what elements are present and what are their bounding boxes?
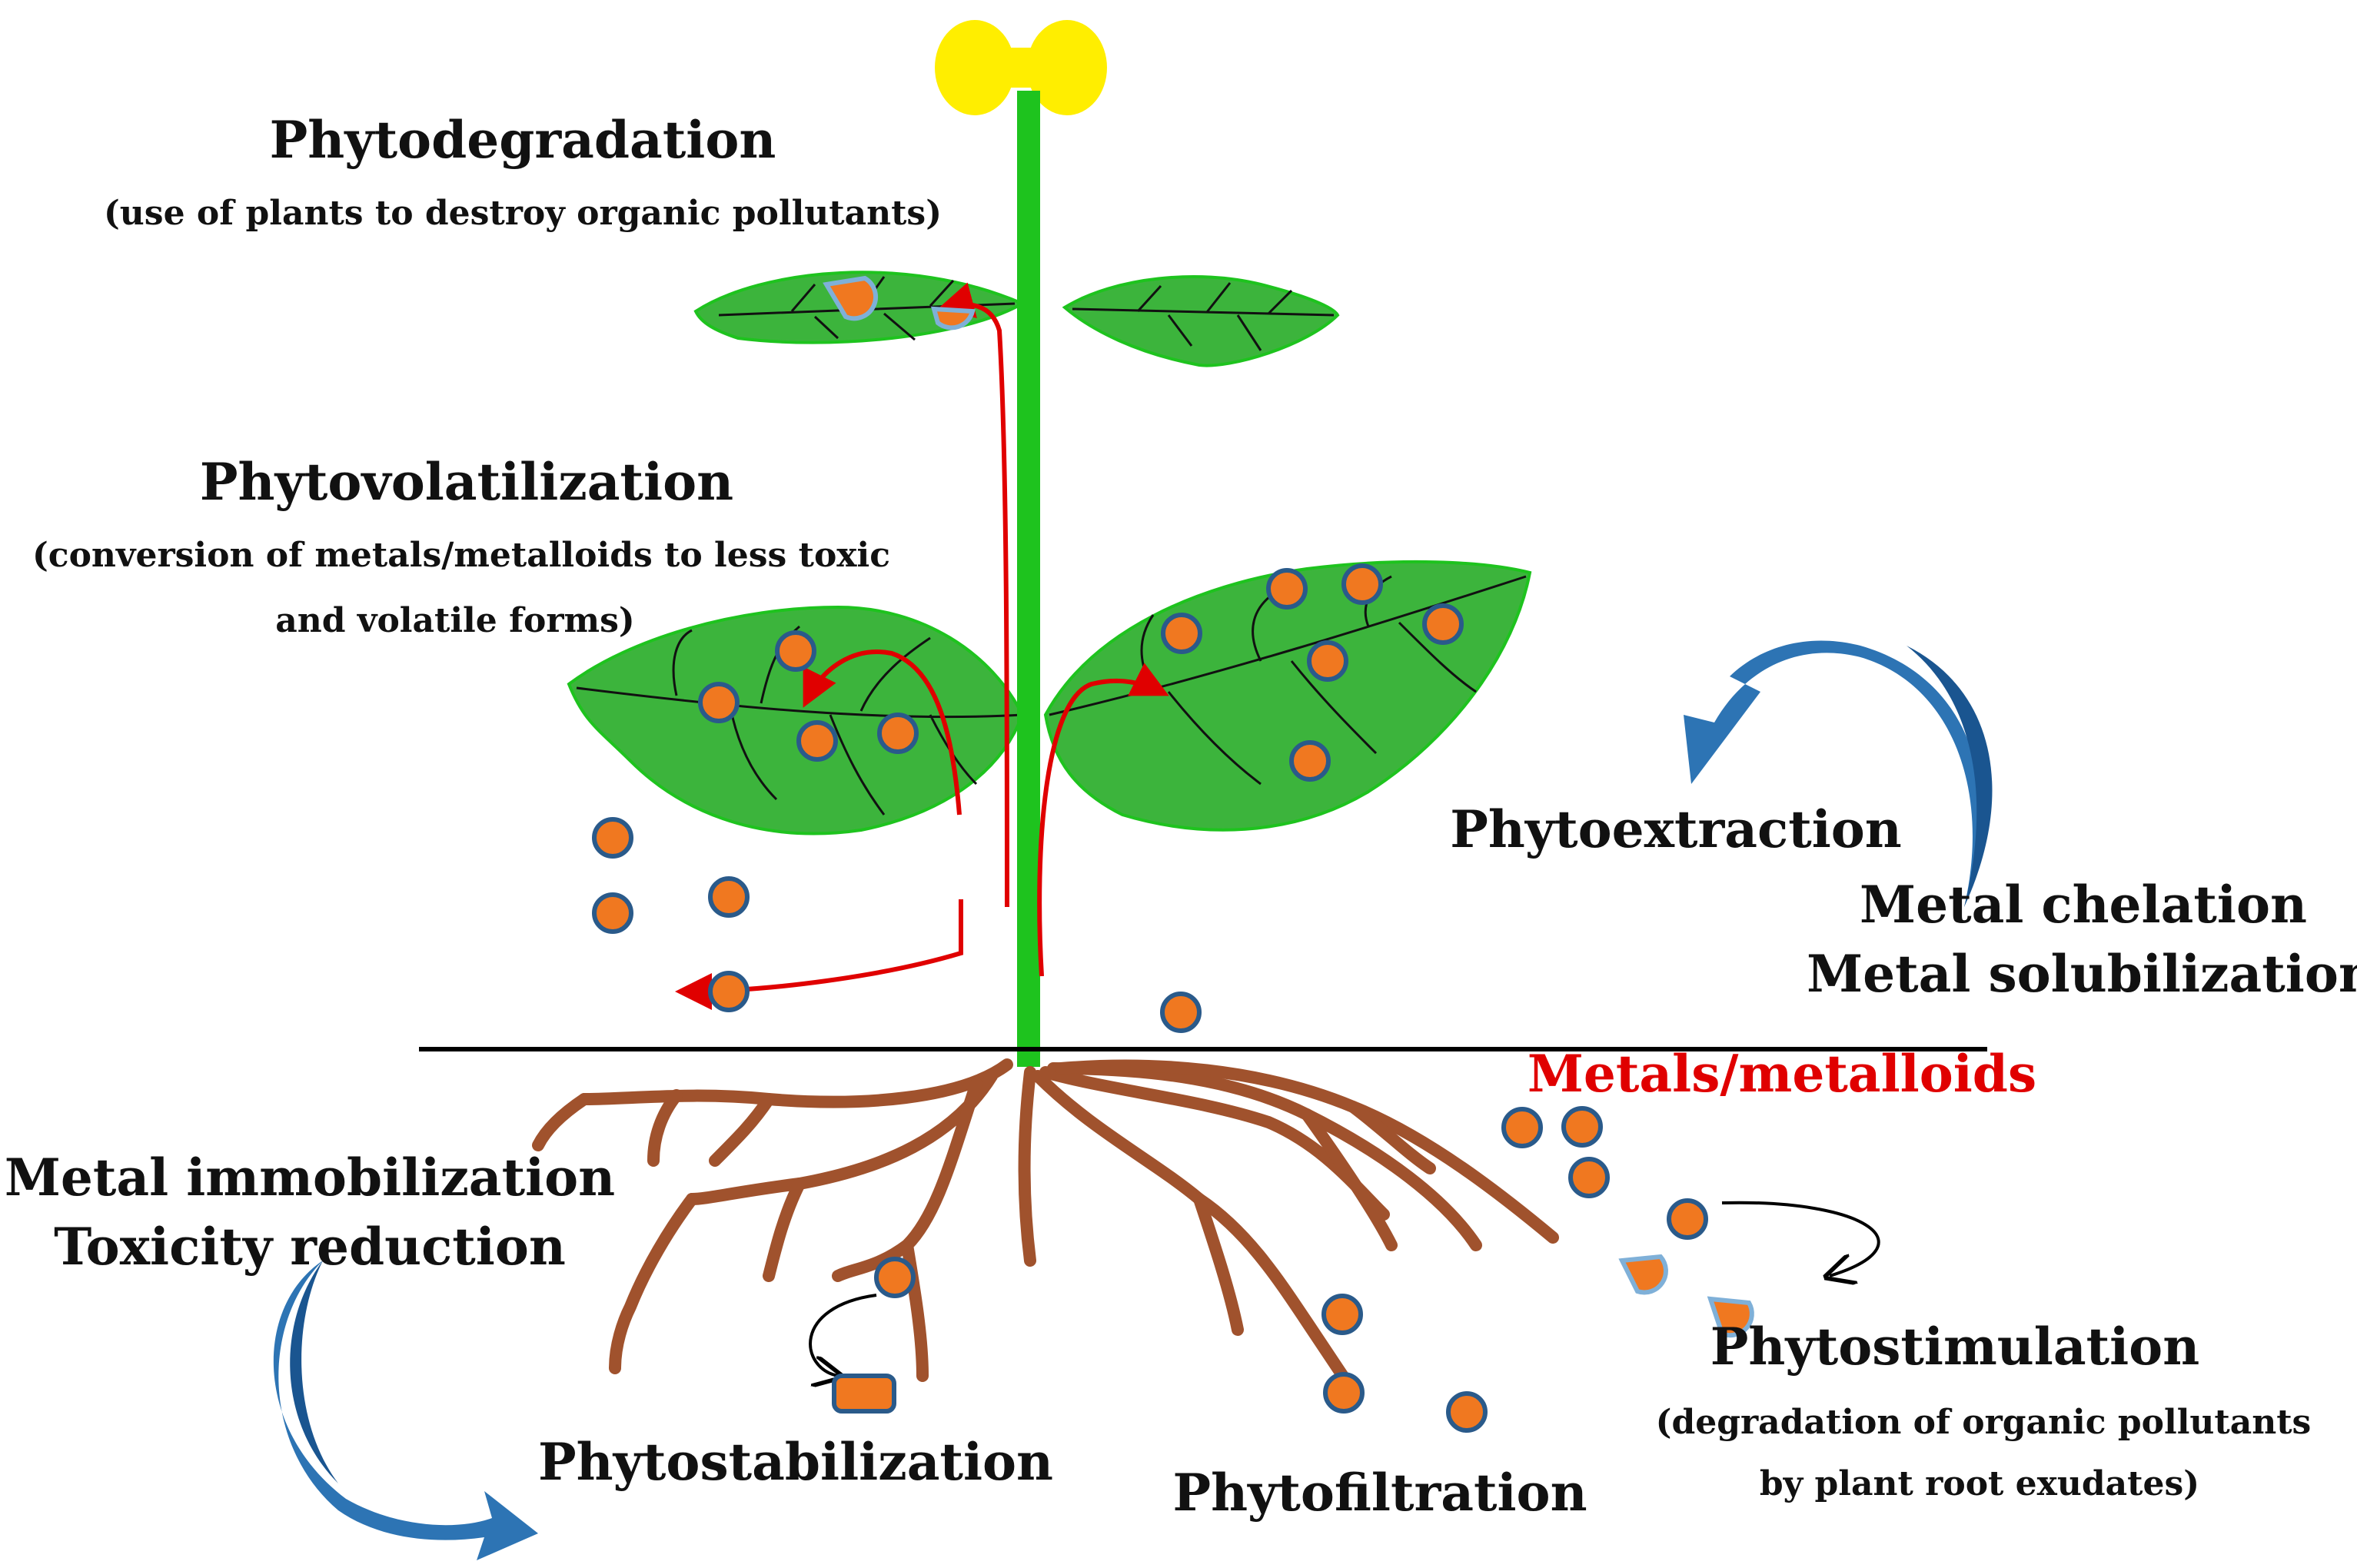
phytovolatilization-description-line1: (conversion of metals/metalloids to less… [32, 536, 890, 575]
phytostimulation-description-line2: by plant root exudates) [1760, 1464, 2199, 1503]
phytostimulation-description-line1: (degradation of organic pollutants [1656, 1403, 2312, 1442]
metal-particle [775, 630, 816, 672]
metal-particle [1321, 1294, 1363, 1335]
degraded-particle [930, 306, 976, 331]
metal-particle [1266, 568, 1308, 610]
degraded-particle [823, 275, 879, 321]
immobilized-particle [832, 1374, 896, 1414]
flow-arrow-to-right-leaf [1037, 663, 1169, 977]
stimulation-arrow [1721, 1201, 1880, 1276]
metal-particle [1667, 1198, 1708, 1240]
phytofiltration-title: Phytofiltration [1172, 1463, 1587, 1523]
immobilization-arrow [273, 1261, 538, 1560]
metals-label: Metals/metalloids [1528, 1044, 2036, 1104]
metal-particle [708, 971, 750, 1012]
metal-particle [1501, 1107, 1543, 1148]
flower [935, 20, 1107, 115]
transformation-arrows [809, 1201, 1880, 1376]
phytoextraction-title: Phytoextraction [1450, 799, 1902, 859]
chelation-line1: Metal chelation [1860, 875, 2307, 935]
metal-particle [1289, 740, 1331, 782]
metal-particles [592, 563, 1708, 1433]
flow-arrow-to-left-leaf [803, 649, 962, 816]
degraded-particle [1618, 1254, 1668, 1295]
phytodegradation-title: Phytodegradation [270, 110, 776, 170]
metal-particle [874, 1257, 916, 1298]
metal-particle [796, 720, 838, 762]
metal-particle [1307, 640, 1348, 682]
metal-particle [1160, 992, 1202, 1033]
upper-right-leaf [1062, 275, 1340, 367]
stem [1017, 91, 1040, 1067]
stabilization-arrow [809, 1294, 877, 1376]
roots [532, 1058, 1559, 1397]
immobilization-line1: Metal immobilization [5, 1148, 615, 1208]
metal-particle [1446, 1391, 1488, 1433]
metal-particle [592, 817, 633, 859]
phytoextraction-arrow [1684, 640, 1993, 907]
metal-particle [877, 713, 919, 754]
degraded-particles [823, 275, 1754, 1338]
metal-particle [1422, 603, 1464, 645]
metal-particle [592, 892, 633, 934]
immobilization-line2: Toxicity reduction [54, 1217, 566, 1277]
flow-arrow-to-upper-leaf [936, 282, 1009, 908]
chelation-line2: Metal solubilization [1807, 944, 2357, 1004]
phytovolatilization-description-line2: and volatile forms) [275, 601, 634, 640]
metal-particle [708, 876, 750, 918]
phytodegradation-description: (use of plants to destroy organic pollut… [104, 194, 942, 233]
phytostimulation-title: Phytostimulation [1710, 1317, 2199, 1377]
metal-particle [698, 682, 740, 723]
phytovolatilization-title: Phytovolatilization [200, 452, 733, 512]
metal-particle [1341, 563, 1383, 605]
metal-particle [1561, 1106, 1603, 1148]
metal-particle [1323, 1372, 1365, 1414]
metal-particle [1568, 1157, 1610, 1198]
metal-particle [1161, 613, 1202, 654]
degraded-particle [1707, 1296, 1754, 1338]
phytostabilization-title: Phytostabilization [538, 1432, 1053, 1492]
